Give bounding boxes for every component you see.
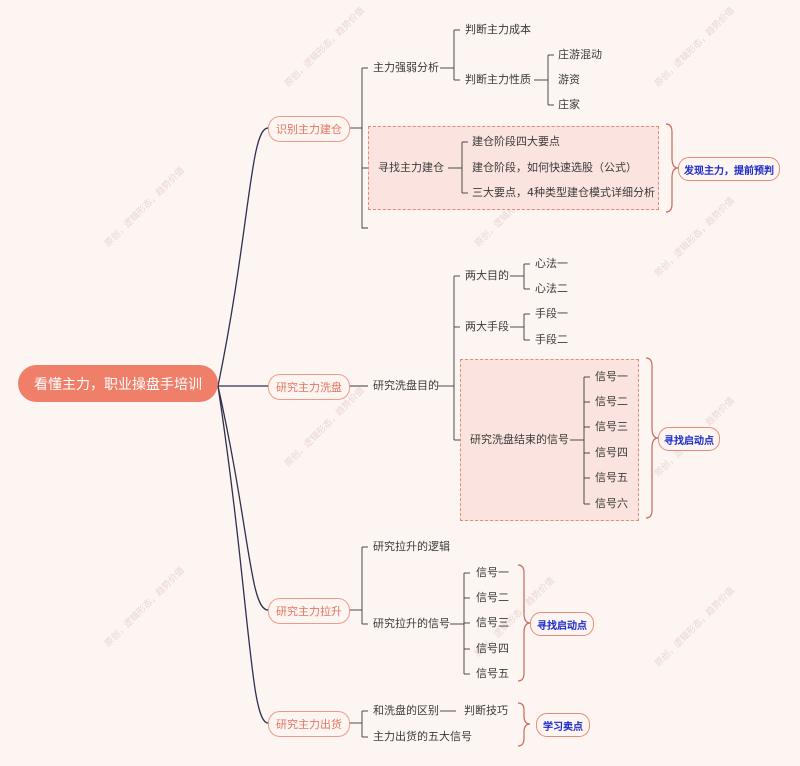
root-node: 看懂主力，职业操盘手培训: [18, 365, 218, 402]
pull-signals: 研究拉升的信号: [373, 617, 450, 630]
tag-learn-sell: 学习卖点: [536, 713, 590, 737]
nature-leaf-3: 庄家: [558, 98, 580, 111]
two-means: 两大手段: [465, 320, 509, 333]
nature-leaf-2: 游资: [558, 73, 580, 86]
highlight-box-wash-signals: [460, 359, 639, 521]
tag-find-main-force: 发现主力，提前预判: [678, 157, 780, 181]
diff-from-wash: 和洗盘的区别: [373, 704, 439, 717]
wash-signal-5: 信号五: [595, 471, 628, 484]
pull-logic: 研究拉升的逻辑: [373, 540, 450, 553]
highlight-box-build: [368, 126, 659, 210]
build-item-3: 三大要点，4种类型建仓模式详细分析: [472, 186, 655, 199]
pull-signal-5: 信号五: [476, 667, 509, 680]
goal-2: 心法二: [535, 282, 568, 295]
wash-end-signals: 研究洗盘结束的信号: [470, 433, 569, 446]
branch-wash-node: 研究主力洗盘: [268, 374, 350, 400]
find-build: 寻找主力建仓: [378, 161, 444, 174]
tag-find-start-2: 寻找启动点: [530, 612, 594, 636]
pull-signal-2: 信号二: [476, 591, 509, 604]
means-1: 手段一: [535, 307, 568, 320]
strength-analysis: 主力强弱分析: [373, 61, 439, 74]
ship-signals: 主力出货的五大信号: [373, 730, 472, 743]
pull-signal-3: 信号三: [476, 616, 509, 629]
nature-leaf-1: 庄游混动: [558, 48, 602, 61]
judge-cost: 判断主力成本: [465, 23, 531, 36]
branch-pull-node: 研究主力拉升: [268, 598, 350, 624]
pull-signal-1: 信号一: [476, 566, 509, 579]
build-item-2: 建仓阶段，如何快速选股（公式）: [472, 161, 637, 174]
tag-find-start-1: 寻找启动点: [658, 427, 720, 451]
two-goals: 两大目的: [465, 269, 509, 282]
wash-signal-3: 信号三: [595, 420, 628, 433]
goal-1: 心法一: [535, 257, 568, 270]
wash-purpose: 研究洗盘目的: [373, 379, 439, 392]
build-item-1: 建仓阶段四大要点: [472, 135, 560, 148]
wash-signal-1: 信号一: [595, 370, 628, 383]
branch-ship-node: 研究主力出货: [268, 711, 350, 737]
wash-signal-2: 信号二: [595, 395, 628, 408]
pull-signal-4: 信号四: [476, 642, 509, 655]
wash-signal-6: 信号六: [595, 497, 628, 510]
judge-skill: 判断技巧: [464, 704, 508, 717]
judge-nature: 判断主力性质: [465, 73, 531, 86]
means-2: 手段二: [535, 333, 568, 346]
branch-build-node: 识别主力建仓: [268, 116, 350, 142]
wash-signal-4: 信号四: [595, 446, 628, 459]
